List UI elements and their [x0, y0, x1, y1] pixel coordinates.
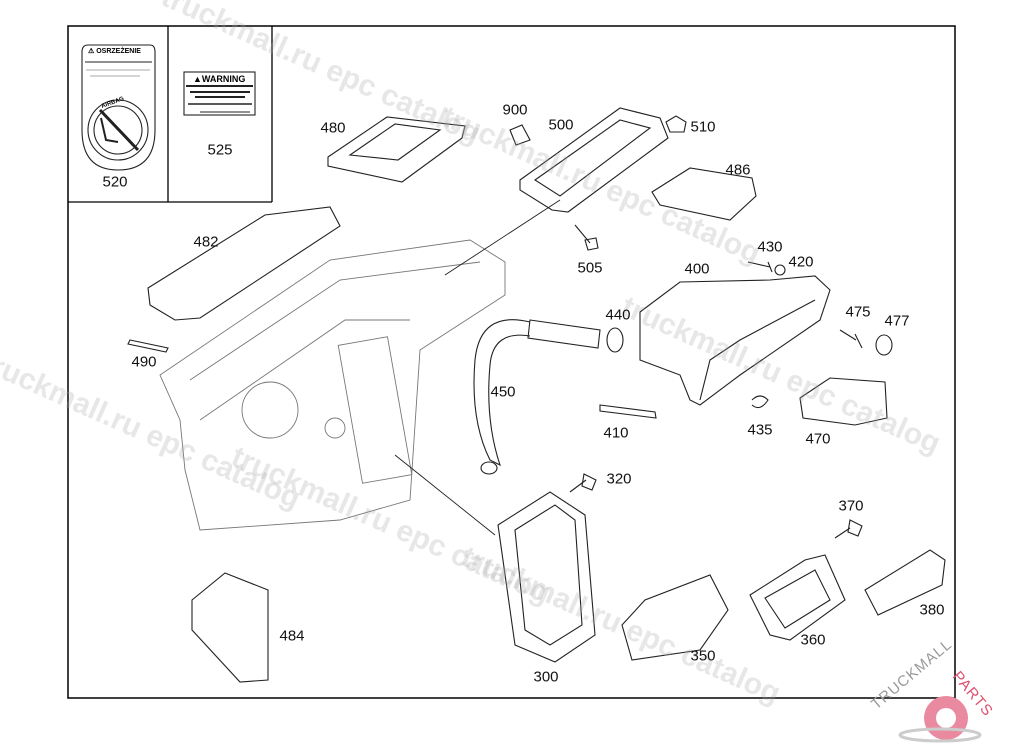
part-label[interactable]: 520: [102, 173, 128, 191]
part-label[interactable]: 475: [845, 303, 871, 321]
truckmall-logo-gear: [898, 696, 982, 743]
part-470-cassette: [799, 377, 888, 426]
part-380-panel: [864, 549, 946, 616]
part-320-screw: [569, 473, 597, 493]
part-label[interactable]: 525: [207, 141, 233, 159]
part-505-screw: [574, 224, 599, 251]
part-label[interactable]: 380: [919, 601, 945, 619]
dashboard-outline: [159, 239, 506, 531]
part-label[interactable]: 482: [193, 233, 219, 251]
part-label[interactable]: 410: [603, 424, 629, 442]
part-label[interactable]: 400: [684, 260, 710, 278]
part-370-screw: [834, 519, 863, 539]
part-label[interactable]: 490: [131, 353, 157, 371]
leader-lines: [394, 199, 561, 536]
part-label[interactable]: 430: [757, 238, 783, 256]
part-label[interactable]: 350: [690, 647, 716, 665]
part-label[interactable]: 900: [502, 101, 528, 119]
part-label[interactable]: 510: [690, 118, 716, 136]
part-484-block: [191, 572, 269, 683]
part-label[interactable]: 320: [606, 470, 632, 488]
part-490-strip: [127, 339, 169, 353]
part-450-duct-end: [480, 461, 498, 475]
part-label[interactable]: 470: [805, 430, 831, 448]
sticker-525-heading: ▲WARNING: [193, 74, 246, 84]
part-440-hose: [527, 319, 601, 349]
part-477-cap: [875, 334, 893, 356]
part-label[interactable]: 370: [838, 497, 864, 515]
part-label[interactable]: 440: [605, 306, 631, 324]
part-435-clip: [751, 395, 769, 409]
part-450-duct: [473, 319, 531, 467]
part-486-cover: [651, 167, 757, 221]
part-350-bracket: [621, 574, 729, 661]
part-label[interactable]: 420: [788, 253, 814, 271]
part-482-pad: [147, 206, 341, 321]
part-480-shelf-mat: [327, 116, 466, 183]
sticker-520-heading: ⚠ OSRZEŻENIE: [88, 48, 141, 55]
part-420-nut: [774, 264, 786, 276]
part-440-grommet: [606, 327, 624, 353]
inset-dividers: [68, 26, 273, 203]
part-900-clip: [509, 124, 531, 146]
airbag-warning-sticker-520: [81, 44, 156, 171]
part-label[interactable]: 505: [577, 259, 603, 277]
part-400-glovebox: [639, 275, 831, 406]
part-label[interactable]: 435: [747, 421, 773, 439]
part-label[interactable]: 360: [800, 631, 826, 649]
part-300-center-bezel: [497, 491, 596, 663]
part-label[interactable]: 484: [279, 627, 305, 645]
part-475-screw: [839, 329, 863, 349]
part-500-glovebox-frame: [519, 107, 669, 213]
part-360-frame: [749, 554, 846, 641]
part-label[interactable]: 486: [725, 161, 751, 179]
part-430-screw: [747, 261, 773, 273]
part-label[interactable]: 480: [320, 119, 346, 137]
part-410-rod: [599, 404, 657, 419]
part-label[interactable]: 477: [884, 312, 910, 330]
warning-sticker-525: [183, 71, 256, 116]
diagram-frame: [67, 25, 956, 699]
part-label[interactable]: 450: [490, 383, 516, 401]
part-label[interactable]: 500: [548, 116, 574, 134]
part-label[interactable]: 300: [533, 668, 559, 686]
part-510-nut: [665, 115, 687, 133]
